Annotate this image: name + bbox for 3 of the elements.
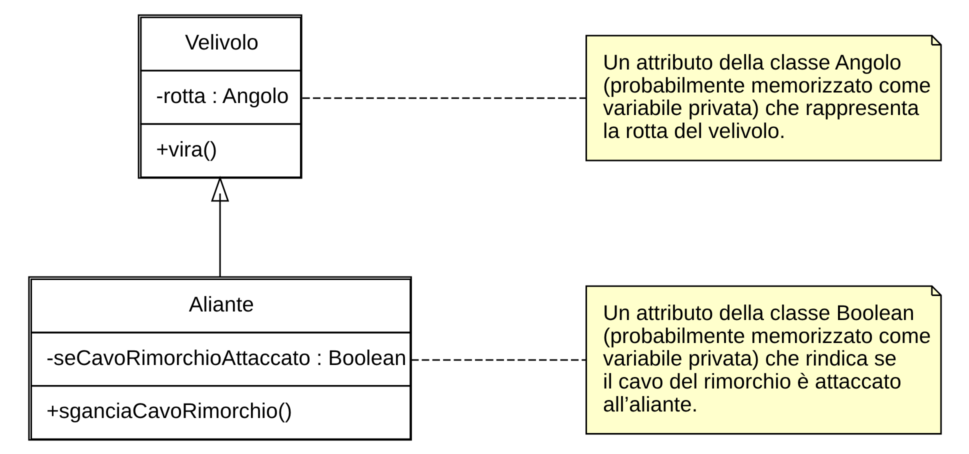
arrow bbox=[210, 175, 229, 276]
connector bbox=[302, 96, 586, 98]
connector bbox=[410, 358, 586, 360]
